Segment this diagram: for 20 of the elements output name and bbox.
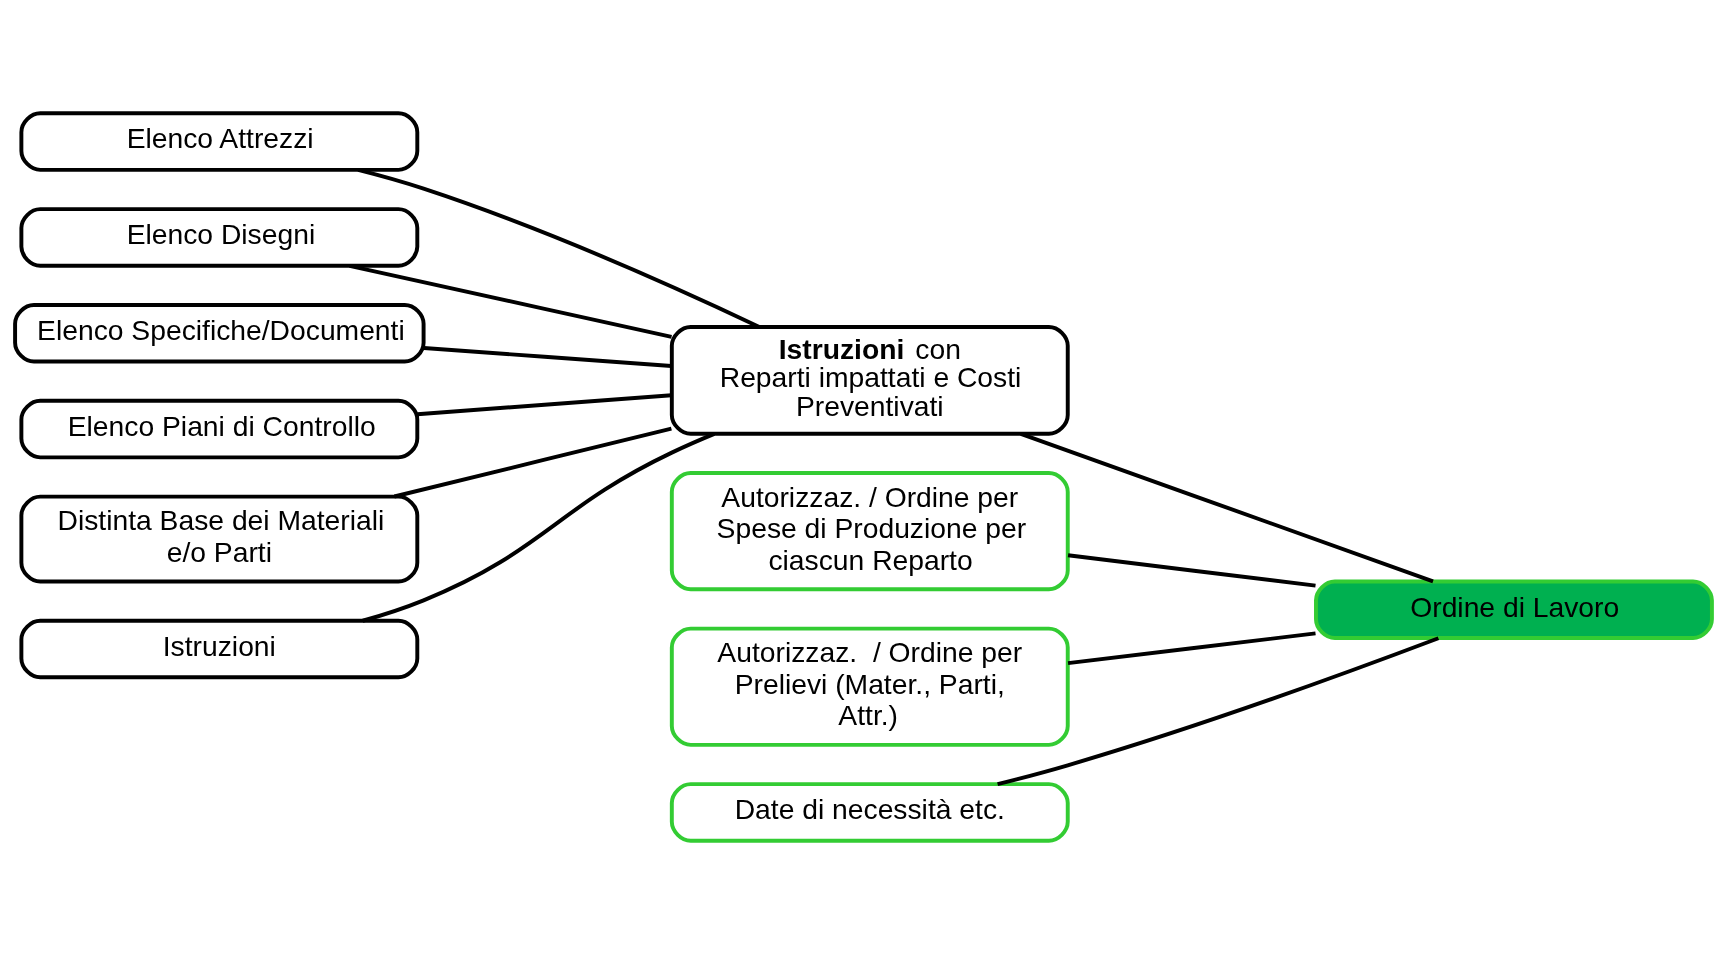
node-box: Istruzioni con Reparti impattati e Costi Preventivati — [669, 325, 1070, 436]
connector — [1067, 631, 1316, 666]
node-box: Autorizzaz. / Ordine per Prelievi (Mater., Parti, Attr.) — [669, 626, 1070, 747]
connector — [1067, 553, 1316, 588]
node-box: Ordine di Lavoro — [1314, 579, 1714, 640]
connector — [393, 426, 672, 499]
node-box: Distinta Base dei Materiali e/o Parti — [19, 494, 420, 584]
connector — [997, 636, 1440, 787]
connector — [1020, 432, 1434, 584]
node-box: Elenco Specifiche/Documenti — [13, 303, 426, 364]
node-box: Elenco Piani di Controllo — [19, 398, 420, 460]
connector — [349, 263, 672, 339]
node-box: Date di necessità etc. — [669, 782, 1070, 843]
node-box: Elenco Attrezzi — [19, 111, 420, 172]
connector — [423, 346, 672, 368]
node-box: Istruzioni — [19, 618, 420, 680]
connector — [362, 432, 716, 623]
node-box: Elenco Disegni — [19, 207, 420, 268]
connector — [417, 393, 672, 417]
node-box: Autorizzaz. / Ordine per Spese di Produzione per ciascun Reparto — [669, 471, 1070, 592]
